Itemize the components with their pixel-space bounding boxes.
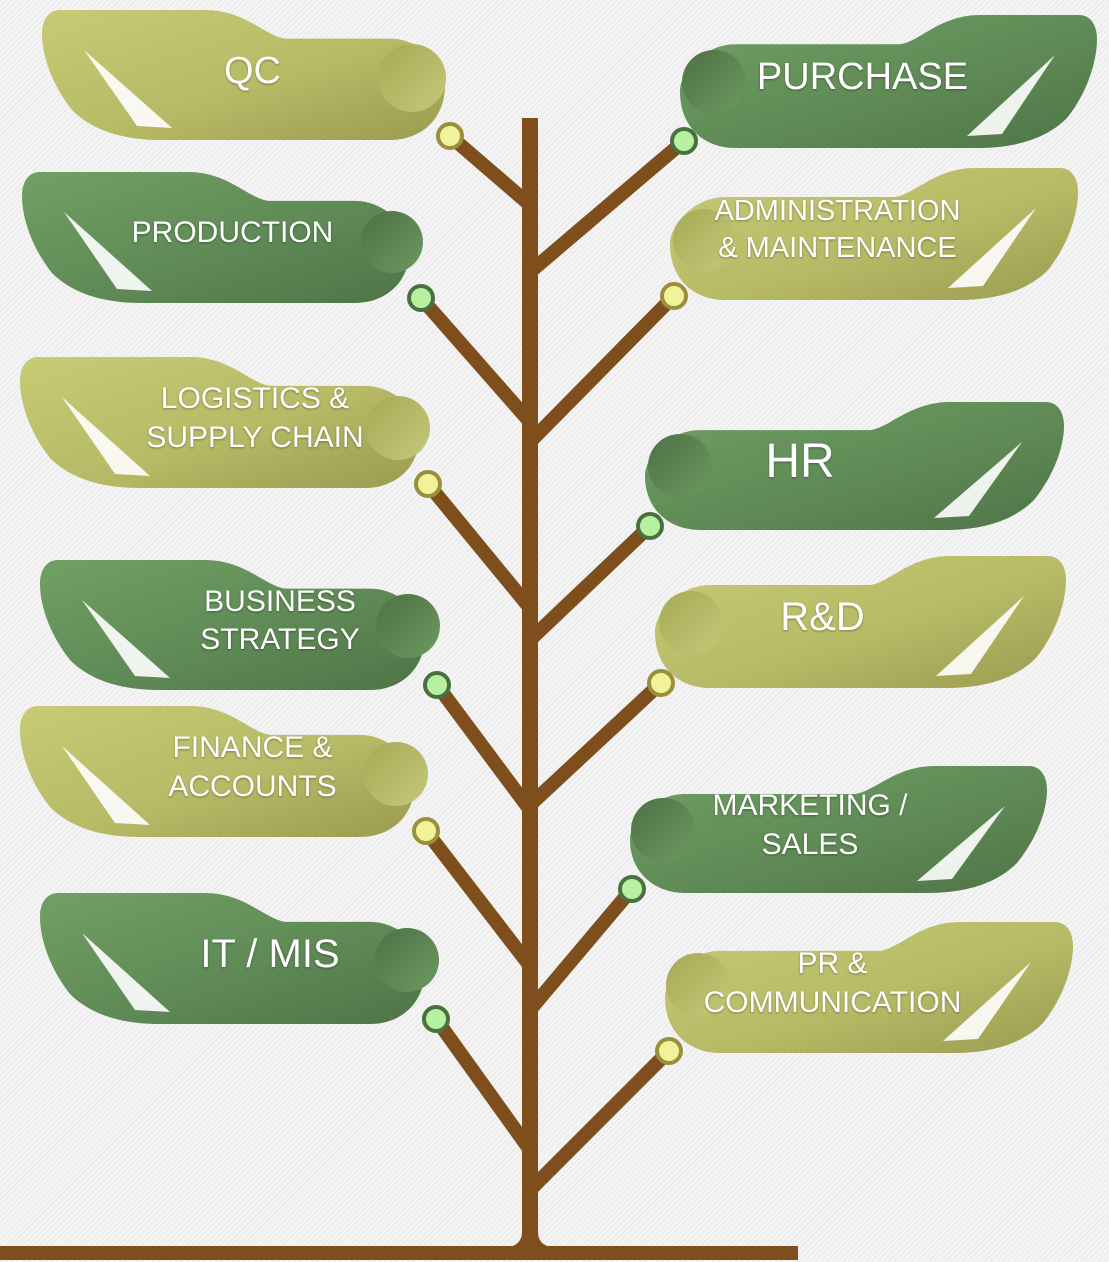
label-qc-line-1: QC [224, 49, 281, 92]
connector-dot-production [407, 284, 435, 312]
connector-dot-qc [436, 122, 464, 150]
leaf-bud-business-strategy [376, 594, 440, 658]
ground-line [0, 1246, 798, 1260]
leaf-bud-logistics [366, 396, 430, 460]
label-it-mis: IT / MIS [160, 893, 380, 1016]
label-finance: FINANCE & ACCOUNTS [120, 706, 385, 829]
leaf-notch-business-strategy [82, 600, 170, 678]
connector-dot-logistics [414, 470, 442, 498]
leaf-logistics [20, 357, 430, 488]
label-logistics: LOGISTICS & SUPPLY CHAIN [110, 357, 400, 480]
leaf-bud-purchase [682, 50, 746, 114]
leaf-pr [665, 922, 1073, 1053]
branch-production [414, 291, 537, 429]
leaf-bud-rnd [659, 591, 723, 655]
label-purchase-line-1: PURCHASE [756, 56, 969, 99]
label-finance-line-1: FINANCE & [172, 731, 333, 765]
leaf-notch-finance [62, 746, 150, 825]
label-marketing-line-2: SALES [761, 827, 859, 861]
label-qc: QC [115, 10, 390, 132]
connector-dot-administration [660, 282, 688, 310]
leaf-notch-administration [948, 208, 1036, 288]
leaf-notch-marketing [917, 806, 1005, 881]
label-it-mis-line-1: IT / MIS [200, 931, 340, 976]
leaf-notch-production [64, 212, 152, 291]
leaf-bud-qc [378, 44, 446, 112]
leaf-notch-purchase [967, 55, 1055, 136]
branch-business-strategy [430, 678, 537, 817]
leaf-it-mis [40, 893, 439, 1024]
connector-dot-marketing [618, 875, 646, 903]
branch-rnd [523, 676, 668, 812]
leaf-notch-qc [84, 50, 172, 128]
label-purchase: PURCHASE [745, 15, 980, 140]
branch-marketing [523, 882, 639, 1017]
leaf-notch-pr [943, 962, 1031, 1041]
label-finance-line-2: ACCOUNTS [168, 769, 337, 803]
connector-dot-hr [636, 512, 664, 540]
leaf-administration [670, 168, 1078, 300]
leaf-bud-it-mis [375, 928, 439, 992]
leaf-notch-rnd [936, 596, 1024, 676]
branch-it-mis [429, 1012, 537, 1157]
branch-logistics [421, 477, 537, 615]
label-administration-line-1: ADMINISTRATION [714, 194, 961, 227]
label-business-strategy-line-2: STRATEGY [200, 623, 360, 656]
label-business-strategy-line-1: BUSINESS [204, 584, 356, 618]
connector-dot-purchase [670, 127, 698, 155]
leaf-bud-production [361, 211, 423, 273]
branch-qc [443, 129, 537, 212]
leaf-notch-hr [934, 442, 1022, 518]
trunk-base [500, 1232, 560, 1248]
leaf-purchase [680, 15, 1097, 148]
label-production-line-1: PRODUCTION [131, 216, 334, 250]
leaf-notch-logistics [62, 397, 150, 476]
label-administration: ADMINISTRATION & MAINTENANCE [690, 168, 985, 292]
connector-dot-pr [655, 1037, 683, 1065]
label-rnd-line-1: R&D [780, 595, 865, 640]
leaf-hr [645, 402, 1064, 530]
leaf-bud-pr [666, 953, 730, 1017]
branch-pr [523, 1044, 676, 1197]
connector-dot-rnd [647, 669, 675, 697]
label-pr-line-1: PR & [797, 947, 868, 981]
label-production: PRODUCTION [80, 172, 385, 295]
leaf-qc [42, 10, 446, 140]
branch-hr [523, 519, 657, 647]
connector-dot-business-strategy [423, 671, 451, 699]
label-pr-line-2: COMMUNICATION [703, 985, 962, 1019]
leaf-business-strategy [40, 560, 440, 690]
connector-dot-finance [412, 817, 440, 845]
label-rnd: R&D [730, 556, 915, 680]
branch-finance [419, 824, 537, 973]
leaf-marketing [630, 766, 1047, 893]
leaf-finance [20, 706, 428, 837]
label-hr: HR [720, 402, 880, 522]
label-hr-line-1: HR [765, 435, 835, 489]
leaf-production [22, 172, 423, 303]
trunk [522, 118, 538, 1252]
label-business-strategy: BUSINESS STRATEGY [165, 560, 395, 682]
label-marketing: MARKETING / SALES [690, 766, 930, 885]
label-administration-line-2: & MAINTENANCE [718, 232, 957, 264]
leaf-bud-finance [364, 742, 428, 806]
label-marketing-line-1: MARKETING / [712, 789, 908, 823]
branch-administration [523, 289, 681, 449]
leaf-bud-hr [648, 434, 712, 498]
label-logistics-line-1: LOGISTICS & [160, 382, 350, 416]
leaf-bud-marketing [631, 798, 695, 862]
leaf-rnd [655, 556, 1066, 688]
label-logistics-line-2: SUPPLY CHAIN [146, 420, 364, 454]
label-pr: PR & COMMUNICATION [680, 922, 985, 1045]
leaf-bud-administration [673, 209, 735, 271]
leaf-notch-it-mis [82, 933, 170, 1012]
connector-dot-it-mis [422, 1005, 450, 1033]
branch-purchase [523, 134, 691, 279]
